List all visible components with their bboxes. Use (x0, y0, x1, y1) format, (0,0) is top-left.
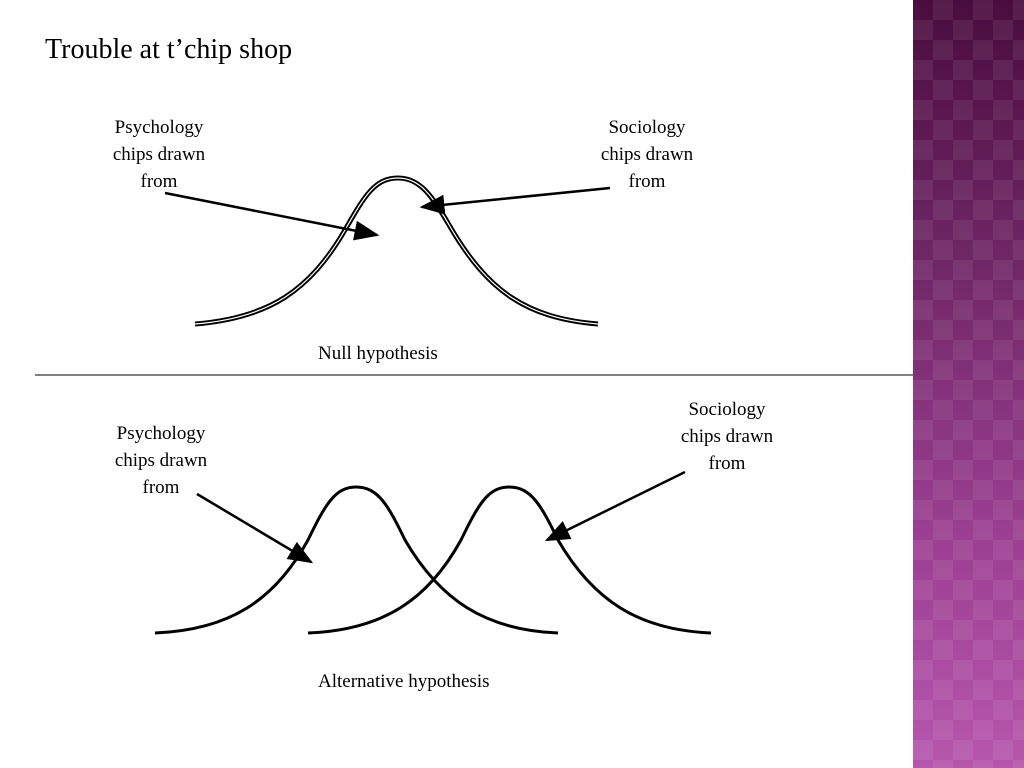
alt-sociology-label: Sociology chips drawn from (680, 399, 774, 474)
null-psychology-arrow (164, 191, 380, 241)
null-distribution-curve-inner (194, 177, 599, 325)
slide-title: Trouble at t’chip shop (45, 34, 293, 65)
alt-sociology-curve (307, 485, 712, 635)
null-distribution-curve (194, 175, 599, 327)
null-sociology-arrow (419, 186, 611, 215)
alternative-hypothesis-caption: Alternative hypothesis (318, 671, 490, 692)
null-psychology-label: Psychology chips drawn from (112, 117, 206, 192)
alt-psychology-curve (154, 485, 559, 635)
decorative-side-band (913, 0, 1024, 768)
alt-sociology-arrow (544, 470, 686, 542)
null-sociology-label: Sociology chips drawn from (600, 117, 694, 192)
alt-psychology-label: Psychology chips drawn from (114, 423, 208, 498)
alt-psychology-arrow (196, 492, 314, 564)
null-hypothesis-caption: Null hypothesis (318, 343, 438, 364)
